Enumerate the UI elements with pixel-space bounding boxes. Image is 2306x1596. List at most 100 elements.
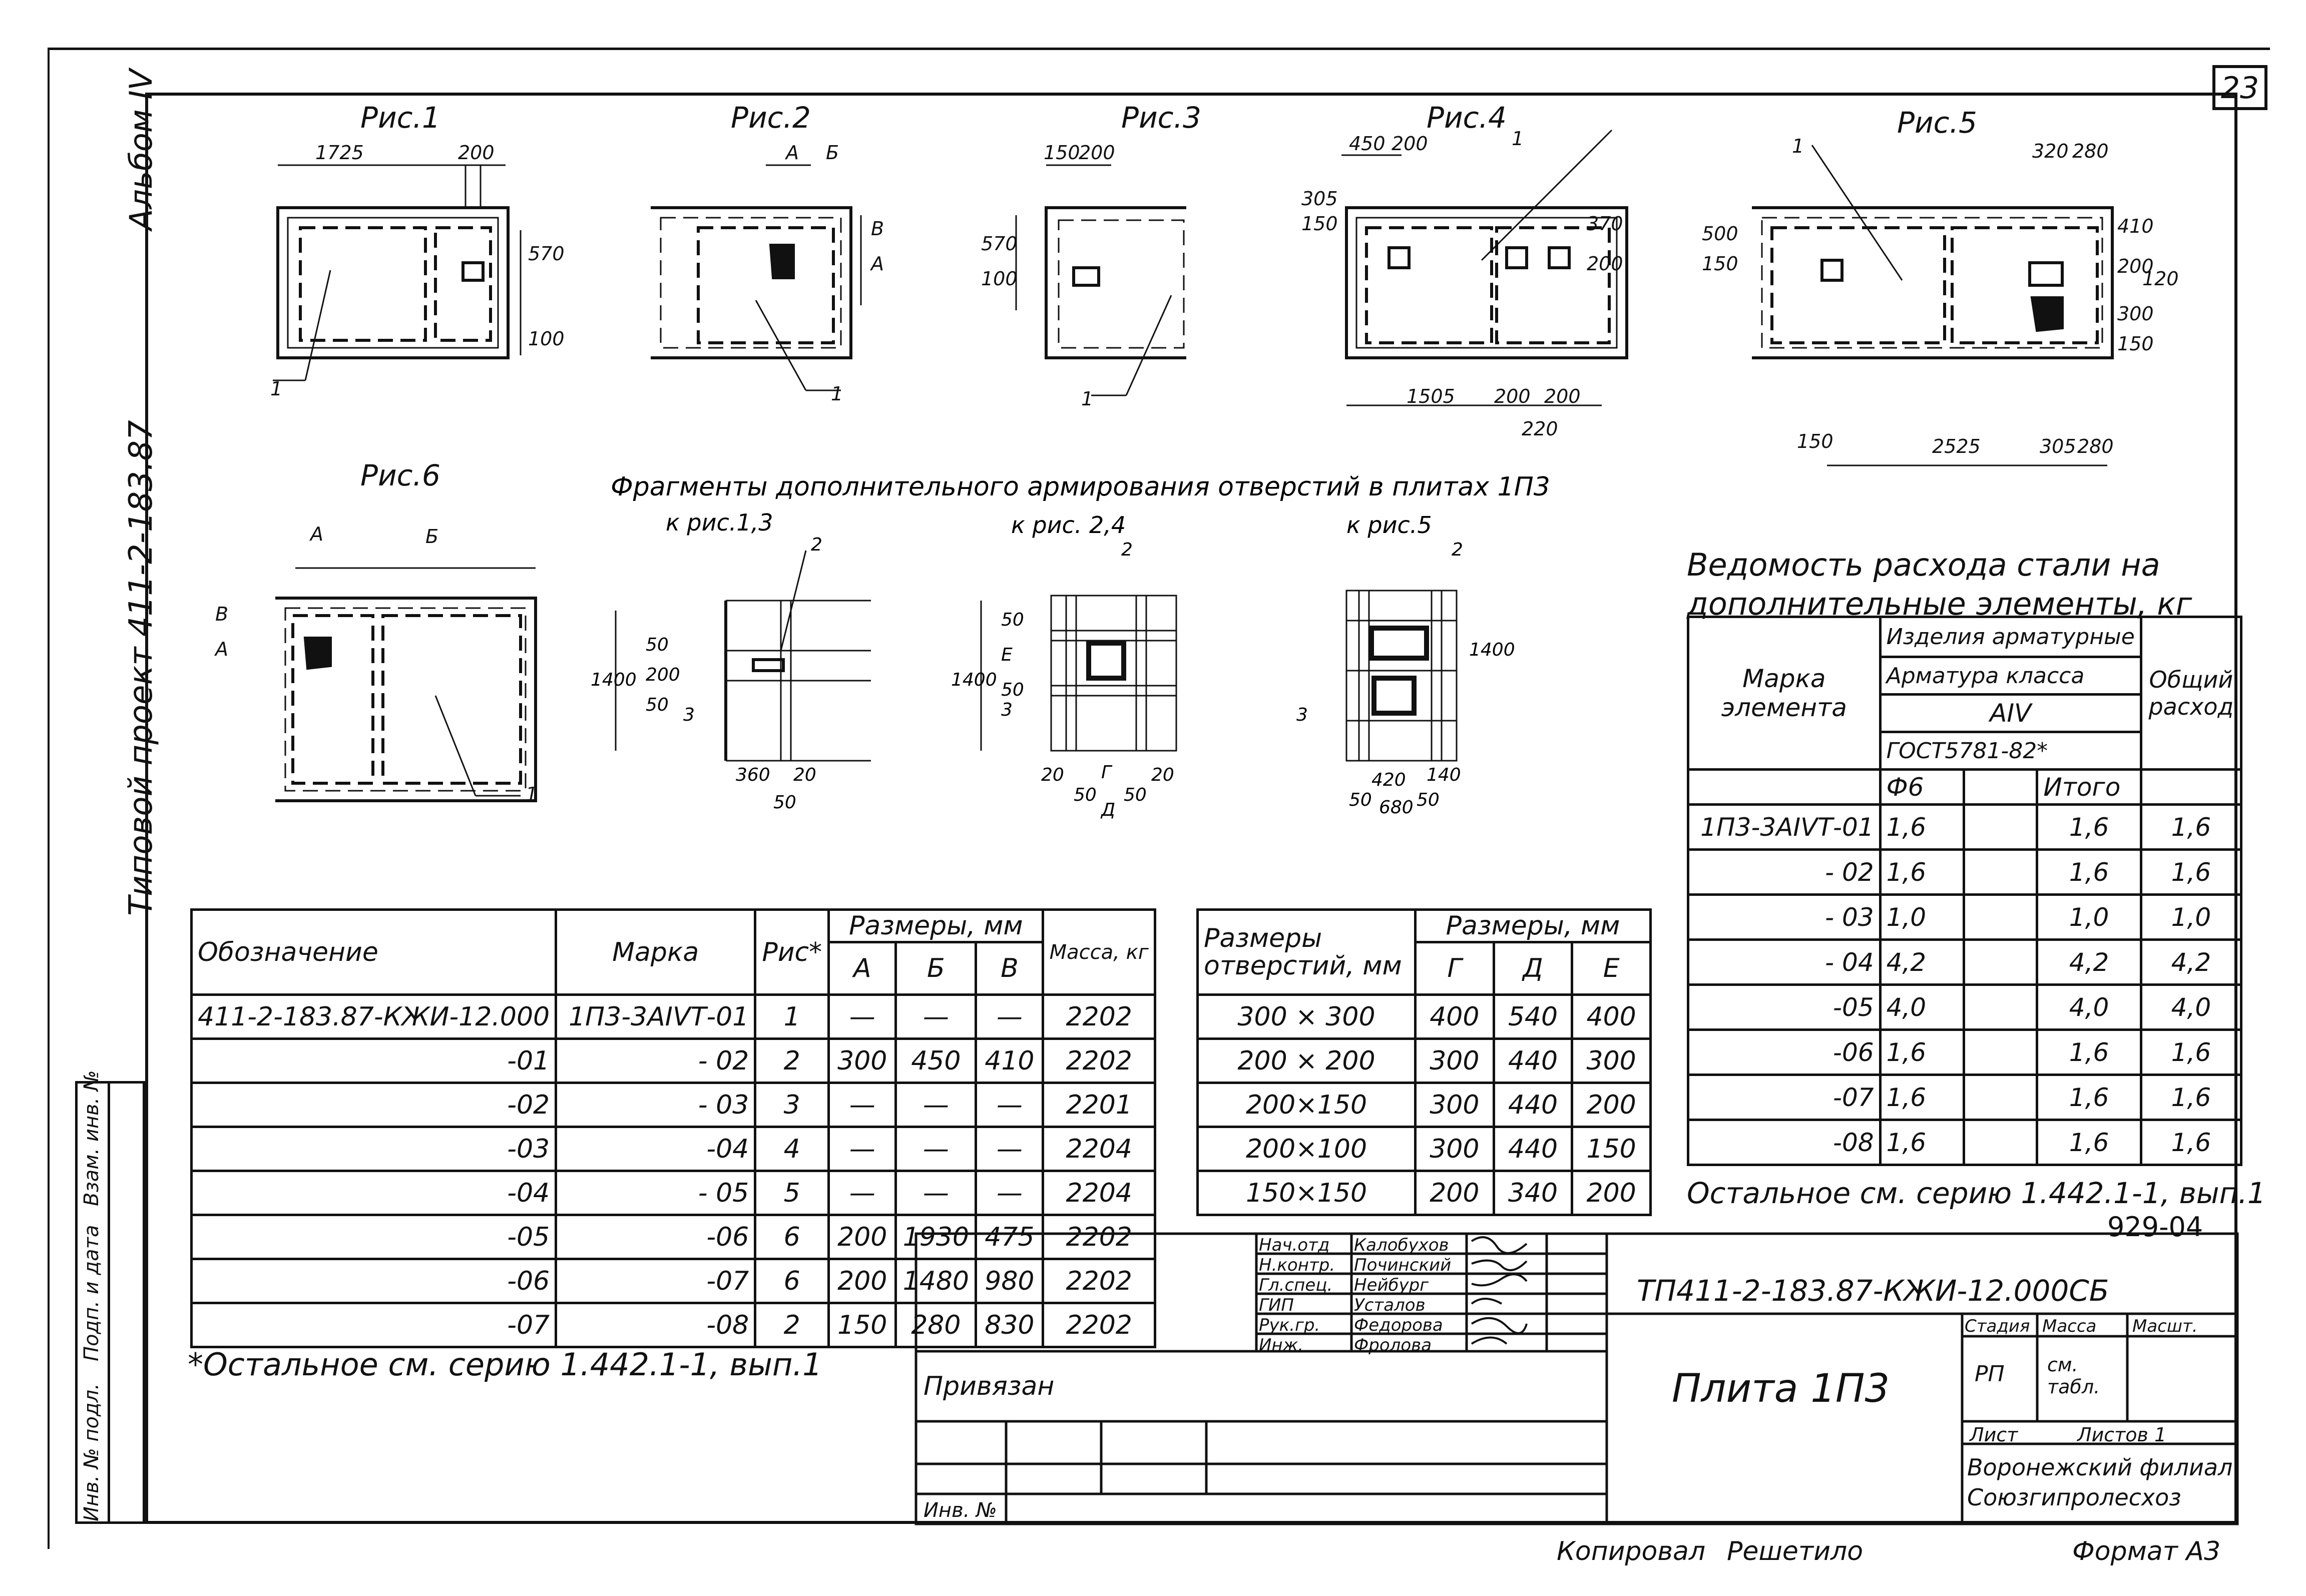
- col-element-mark: Марка элемента: [1687, 616, 1882, 771]
- designation-cell: -06: [190, 1258, 558, 1304]
- col-mass: Масса, кг: [1042, 908, 1156, 996]
- fig5-dim-7: 300: [2117, 303, 2154, 325]
- org-line-2: Союзгипролесхоз: [1967, 1484, 2181, 1511]
- overall-cell: 4,0: [2139, 983, 2243, 1031]
- designation-cell: -04: [190, 1170, 558, 1216]
- overall-cell: 1,0: [2139, 893, 2243, 941]
- stamp-name: Усталов: [1354, 1295, 1426, 1315]
- a-cell: 150: [827, 1302, 897, 1348]
- frag1-dim-0: 1400: [591, 670, 637, 690]
- fig6-dim-0: А: [309, 523, 323, 545]
- d-cell: 540: [1492, 993, 1574, 1040]
- a-cell: 200: [827, 1258, 897, 1304]
- d6-cell: 1,6: [1879, 1119, 1965, 1166]
- b-cell: —: [894, 1082, 978, 1128]
- col-gost: ГОСТ5781-82*: [1879, 731, 2142, 771]
- e-cell: 200: [1571, 1082, 1652, 1128]
- fig-cell: 2: [754, 1037, 830, 1084]
- format-label: Формат А3: [2072, 1536, 2221, 1566]
- frag1-dim-4: 360: [736, 765, 770, 785]
- b-cell: —: [894, 993, 978, 1040]
- e-cell: 200: [1571, 1170, 1652, 1216]
- stamp-name: Фролова: [1354, 1335, 1432, 1355]
- fig4-dim-5: 370: [1587, 213, 1623, 235]
- mass-cell: 2202: [1042, 1037, 1156, 1084]
- col-g: Г: [1414, 941, 1495, 996]
- stamp-name: Нейбург: [1354, 1275, 1429, 1295]
- overall-cell: 1,6: [2139, 1028, 2243, 1076]
- fig5-dim-5: 410: [2117, 215, 2154, 237]
- figure-5: [1752, 145, 2114, 466]
- fragment-2: [980, 595, 1177, 752]
- fig-cell: 6: [754, 1214, 830, 1260]
- steel-table: Марка элемента Изделия арматурные Общий …: [1687, 616, 2243, 1166]
- fig3-callout: 1: [1081, 388, 1093, 410]
- fig5-dim-6: 120: [2142, 268, 2179, 290]
- a-cell: 300: [827, 1037, 897, 1084]
- col-class-val: АIV: [1879, 693, 2142, 733]
- fig-cell: 1: [754, 993, 830, 1040]
- frag3-callout-0: 2: [1452, 540, 1463, 560]
- drawing-title: Плита 1П3: [1672, 1366, 1890, 1411]
- steel-table-title: Ведомость расхода стали на дополнительны…: [1687, 547, 2192, 622]
- title-block-lines: [914, 1232, 2239, 1525]
- fig2-title: Рис.2: [731, 101, 811, 135]
- col-e: Е: [1571, 941, 1652, 996]
- fig-cell: 3: [754, 1082, 830, 1128]
- attached-label: Привязан: [924, 1371, 1055, 1401]
- mass-cell: 2202: [1042, 1302, 1156, 1348]
- frag2-dim-5: Г: [1101, 762, 1113, 783]
- fig6-dim-2: А: [214, 638, 228, 660]
- total-cell: 4,2: [2036, 938, 2142, 986]
- element-mark-cell: -06: [1687, 1028, 1882, 1076]
- stamp-name: Починский: [1354, 1255, 1452, 1275]
- fragment-1: [615, 550, 871, 762]
- stage-value: РП: [1975, 1361, 2005, 1387]
- fig3-dim-3: 100: [981, 268, 1018, 290]
- mass-label: Масса: [2042, 1316, 2097, 1336]
- steel-table-note: Остальное см. серию 1.442.1-1, вып.1: [1687, 1176, 2266, 1210]
- fig1-dim-2: 570: [528, 243, 565, 265]
- g-cell: 300: [1414, 1126, 1495, 1172]
- v-cell: 410: [975, 1037, 1045, 1084]
- frag3-dim-4: 680: [1379, 797, 1414, 818]
- designation-cell: -07: [190, 1302, 558, 1348]
- fig5-dim-10: 280: [2077, 435, 2114, 457]
- v-cell: —: [975, 1170, 1045, 1216]
- mass-cell: 2204: [1042, 1126, 1156, 1172]
- fig4-dim-7: 200: [1494, 385, 1531, 407]
- b-cell: 1480: [894, 1258, 978, 1304]
- frag1-dim-3: 50: [646, 635, 669, 655]
- a-cell: —: [827, 1126, 897, 1172]
- element-mark-cell: -07: [1687, 1074, 1882, 1121]
- fig1-callout: 1: [270, 378, 282, 400]
- element-mark-cell: - 04: [1687, 938, 1882, 986]
- mark-cell: -06: [555, 1214, 757, 1260]
- v-cell: 980: [975, 1258, 1045, 1304]
- frag3-label: к рис.5: [1346, 511, 1432, 539]
- frag3-dim-1: 420: [1371, 770, 1406, 790]
- d-cell: 440: [1492, 1126, 1574, 1172]
- v-cell: 830: [975, 1302, 1045, 1348]
- sheets-label: Листов 1: [2077, 1424, 2167, 1446]
- frag1-callout-1: 3: [683, 705, 695, 725]
- designation-cell: -03: [190, 1126, 558, 1172]
- element-mark-cell: - 03: [1687, 893, 1882, 941]
- a-cell: —: [827, 1082, 897, 1128]
- frag1-dim-6: 50: [773, 792, 796, 813]
- b-cell: 280: [894, 1302, 978, 1348]
- fig6-dim-3: В: [215, 603, 228, 625]
- frag2-dim-6: 20: [1151, 765, 1174, 785]
- holes-table: Размеры отверстий, мм Размеры, мм Г Д Е …: [1196, 908, 1652, 1216]
- a-cell: —: [827, 1170, 897, 1216]
- col-designation: Обозначение: [190, 908, 558, 996]
- hole-size-cell: 200 × 200: [1196, 1037, 1417, 1084]
- frag1-callout-0: 2: [811, 535, 822, 555]
